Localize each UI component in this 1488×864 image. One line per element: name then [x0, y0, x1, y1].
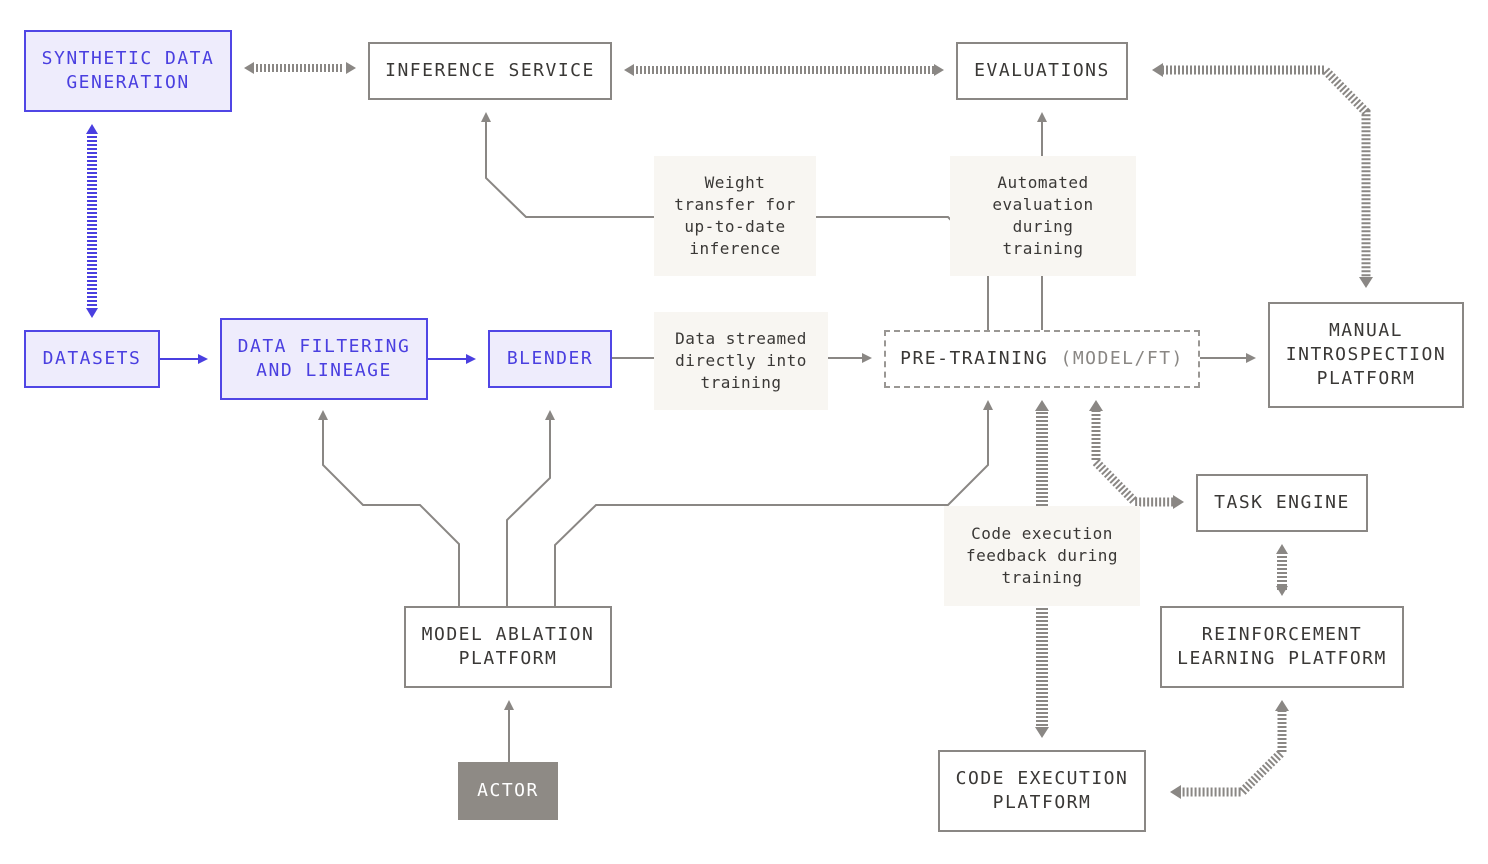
automated-evaluation-note: Automated evaluation during training: [950, 156, 1136, 276]
task-engine-to-rl-connector: [1276, 544, 1288, 596]
weight-transfer-note: Weight transfer for up-to-date inference: [654, 156, 816, 276]
model-ablation-box: MODEL ABLATION PLATFORM: [404, 606, 612, 688]
evaluations-box: EVALUATIONS: [956, 42, 1128, 100]
manual-introspection-box: MANUAL INTROSPECTION PLATFORM: [1268, 302, 1464, 408]
pretraining-to-evaluations-arrow: [1037, 112, 1047, 330]
actor-to-ablation-arrow: [504, 700, 514, 762]
synthetic-to-inference-connector: [244, 62, 356, 74]
pretraining-suffix: (MODEL/FT): [1060, 348, 1184, 369]
blender-to-pretraining-arrow: [612, 353, 872, 363]
inference-to-evaluations-connector: [624, 64, 944, 76]
task-engine-box: TASK ENGINE: [1196, 474, 1368, 532]
filtering-to-blender-arrow: [428, 354, 476, 364]
synthetic-to-datasets-connector: [86, 124, 98, 318]
code-execution-box: CODE EXECUTION PLATFORM: [938, 750, 1146, 832]
pretraining-to-code-execution-connector: [1035, 400, 1049, 738]
rl-to-code-execution-connector: [1170, 700, 1289, 799]
actor-box: ACTOR: [458, 762, 558, 820]
ablation-to-filtering-arrow: [318, 410, 460, 606]
rl-platform-box: REINFORCEMENT LEARNING PLATFORM: [1160, 606, 1404, 688]
data-filtering-box: DATA FILTERING AND LINEAGE: [220, 318, 428, 400]
datasets-to-filtering-arrow: [160, 354, 208, 364]
ablation-to-blender-arrow: [506, 410, 555, 606]
pretraining-to-manual-arrow: [1200, 353, 1256, 363]
code-feedback-note: Code execution feedback during training: [944, 506, 1140, 606]
pretraining-label: PRE-TRAINING: [900, 348, 1049, 369]
inference-service-box: INFERENCE SERVICE: [368, 42, 612, 100]
evaluations-to-manual-connector: [1152, 63, 1373, 288]
data-streamed-note: Data streamed directly into training: [654, 312, 828, 410]
blender-box: BLENDER: [488, 330, 612, 388]
pretraining-box: PRE-TRAINING (MODEL/FT): [884, 330, 1200, 388]
pretraining-to-task-engine-connector: [1089, 400, 1184, 509]
synthetic-data-generation-box: SYNTHETIC DATA GENERATION: [24, 30, 232, 112]
datasets-box: DATASETS: [24, 330, 160, 388]
ablation-to-pretraining-arrow: [554, 400, 993, 606]
